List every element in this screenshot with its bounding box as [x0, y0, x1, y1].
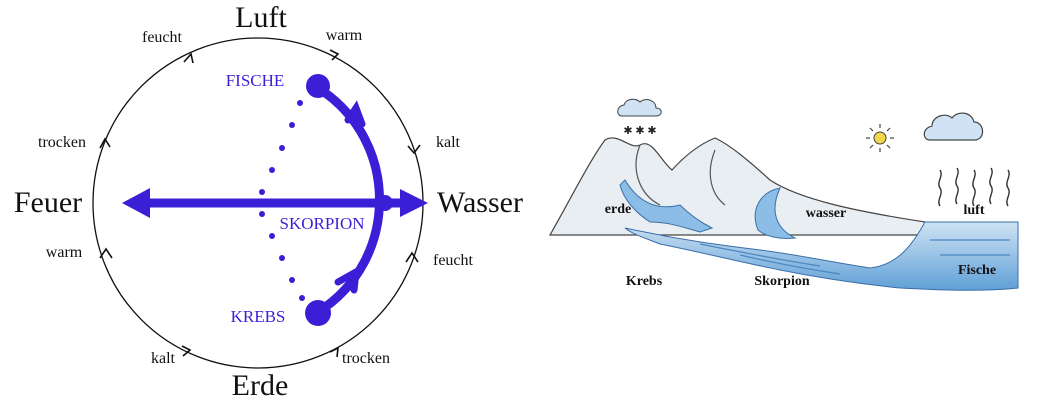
quality-kalt-bottom: kalt: [151, 350, 176, 367]
water-ripples: [699, 239, 1010, 275]
wheel-arrowheads: [99, 49, 421, 358]
element-wheel: Luft Feuer Wasser Erde feucht warm trock…: [14, 1, 523, 400]
label-krebs: Krebs: [626, 274, 663, 289]
heat-waves-icon: [938, 167, 1010, 207]
element-luft: Luft: [235, 1, 287, 34]
sign-krebs: KREBS: [231, 307, 286, 326]
quality-feucht-right: feucht: [433, 252, 474, 269]
cloud-icon: [923, 112, 984, 141]
mountain-left: [548, 137, 937, 236]
quality-feucht-top: feucht: [142, 29, 183, 46]
dotted-connector: [259, 100, 305, 301]
skorpion-dot: [377, 195, 393, 211]
river-upper: [619, 179, 714, 233]
fische-dot: [306, 74, 330, 98]
element-wasser: Wasser: [437, 186, 523, 219]
svg-text:✱ ✱ ✱: ✱ ✱ ✱: [623, 125, 656, 137]
snow-cloud-icon: ✱ ✱ ✱: [617, 98, 662, 137]
quality-trocken-left: trocken: [38, 134, 86, 151]
river-middle: [754, 187, 797, 239]
mountain-ridge: [635, 144, 726, 206]
label-luft: luft: [964, 203, 985, 218]
fire-water-arrow: [122, 188, 428, 218]
quality-warm-top: warm: [326, 27, 363, 44]
water-body: [624, 221, 1019, 291]
quality-kalt-right: kalt: [436, 134, 461, 151]
label-fische: Fische: [958, 263, 996, 278]
label-skorpion: Skorpion: [754, 274, 809, 289]
element-erde: Erde: [232, 369, 289, 400]
quality-trocken-bottom: trocken: [342, 350, 390, 367]
arrowhead-left: [122, 188, 150, 218]
label-wasser: wasser: [806, 206, 846, 221]
sun-icon: [866, 124, 894, 152]
landscape-illustration: ✱ ✱ ✱ erde wasser luft Krebs Skorpion Fi…: [548, 98, 1019, 291]
label-erde: erde: [605, 202, 631, 217]
krebs-dot: [305, 300, 331, 326]
quality-warm-left: warm: [46, 244, 83, 261]
sign-skorpion: SKORPION: [279, 214, 364, 233]
element-feuer: Feuer: [14, 186, 82, 219]
sign-fische: FISCHE: [226, 71, 285, 90]
arrowhead-right: [400, 189, 428, 217]
